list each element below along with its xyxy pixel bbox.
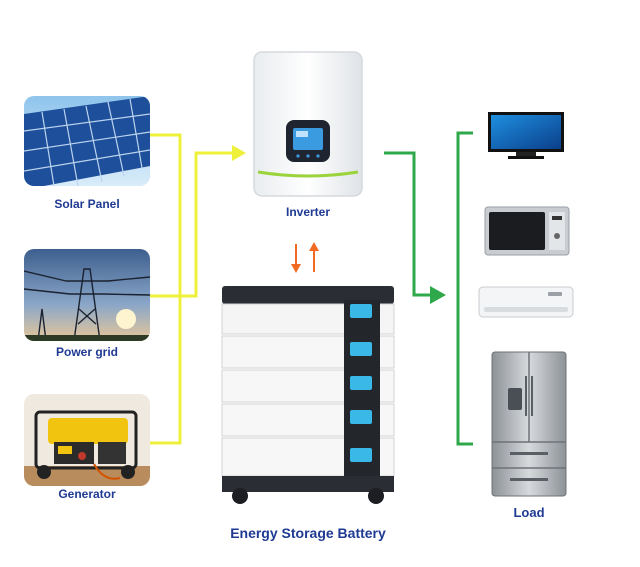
- power-grid-image: [24, 249, 150, 341]
- tv-icon: [488, 112, 564, 159]
- battery-displays: [350, 304, 372, 462]
- solar-panel-image: [24, 96, 150, 186]
- load-refrigerator: [490, 350, 568, 498]
- load-microwave: [484, 206, 570, 256]
- inverter-icon: [253, 51, 363, 197]
- inverter-device: [252, 50, 364, 198]
- microwave-icon: [484, 206, 570, 256]
- input-lines: [150, 133, 232, 445]
- power-grid-label: Power grid: [55, 345, 118, 359]
- power-tower-icon: [24, 249, 150, 341]
- inverter-input-arrow: [232, 145, 246, 161]
- refrigerator-icon: [491, 351, 567, 497]
- load-label: Load: [513, 505, 545, 520]
- load-tv: [486, 110, 566, 162]
- generator-icon: [24, 394, 150, 486]
- solar-panel-icon: [24, 96, 150, 186]
- solar-input-line: [150, 133, 182, 445]
- output-lines: [384, 131, 473, 446]
- inverter-input-line: [180, 151, 232, 298]
- solar-panel-label: Solar Panel: [54, 197, 120, 211]
- inverter-output-line: [384, 151, 432, 297]
- energy-storage-battery: [218, 282, 398, 514]
- inverter-label: Inverter: [285, 205, 331, 219]
- battery-stack-icon: [221, 286, 395, 504]
- air-conditioner-icon: [478, 286, 574, 318]
- generator-label: Generator: [58, 487, 116, 501]
- generator-image: [24, 394, 150, 486]
- load-output-arrow: [430, 286, 446, 304]
- load-bus-line: [456, 131, 473, 446]
- load-air-conditioner: [478, 285, 574, 321]
- exchange-arrows: [291, 242, 319, 273]
- battery-label: Energy Storage Battery: [230, 525, 386, 541]
